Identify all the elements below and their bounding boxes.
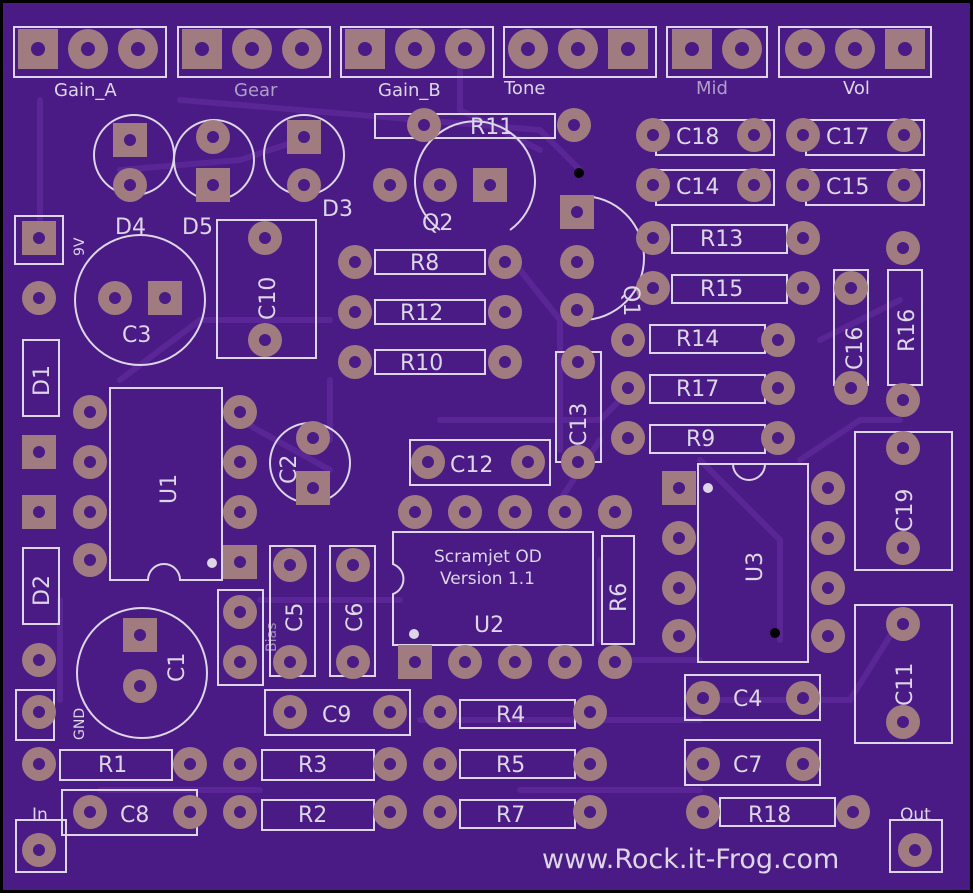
d2-label: D2: [30, 575, 55, 606]
website-label: www.Rock.it-Frog.com: [542, 844, 839, 875]
pot-label-gain-a: Gain_A: [54, 80, 117, 101]
r3-label: R3: [298, 753, 327, 778]
r10-label: R10: [400, 351, 443, 376]
c13-label: C13: [567, 403, 592, 446]
r7-label: R7: [496, 803, 525, 828]
u1-label: U1: [157, 474, 182, 504]
u2-label: U2: [474, 613, 504, 638]
pot-label-tone: Tone: [503, 78, 545, 99]
r14-label: R14: [676, 327, 719, 352]
c18-label: C18: [676, 125, 719, 150]
r5-label: R5: [496, 753, 525, 778]
silkscreen-outlines: [13, 26, 953, 873]
d3-label: D3: [322, 197, 353, 222]
r13-label: R13: [700, 227, 743, 252]
r18-label: R18: [748, 803, 791, 828]
copper-traces: [37, 57, 903, 793]
c15-label: C15: [826, 175, 869, 200]
c4-label: C4: [733, 687, 762, 712]
pot-label-gain-b: Gain_B: [378, 80, 441, 101]
c14-label: C14: [676, 175, 719, 200]
c12-label: C12: [450, 453, 493, 478]
c8-label: C8: [120, 803, 149, 828]
q1-label: Q1: [618, 285, 643, 316]
d4-label: D4: [115, 215, 146, 240]
q2-label: Q2: [422, 211, 453, 236]
r16-label: R16: [895, 309, 920, 352]
r8-label: R8: [410, 251, 439, 276]
c17-label: C17: [826, 125, 869, 150]
c7-label: C7: [733, 753, 762, 778]
c6-label: C6: [343, 603, 368, 632]
c5-label: C5: [283, 603, 308, 632]
r6-label: R6: [607, 583, 632, 612]
c11-label: C11: [893, 663, 918, 706]
d5-label: D5: [182, 215, 213, 240]
r1-label: R1: [98, 753, 127, 778]
output-label: Out: [900, 805, 931, 825]
c16-label: C16: [843, 327, 868, 370]
d1-label: D1: [30, 365, 55, 396]
c2-label: C2: [277, 455, 302, 484]
c10-label: C10: [256, 277, 281, 320]
ground-label: GND: [72, 708, 88, 740]
pot-label-gear: Gear: [234, 80, 278, 101]
c1-label: C1: [165, 653, 190, 682]
component-pads: [22, 108, 932, 867]
pot-label-vol: Vol: [843, 78, 870, 99]
board-title: Scramjet OD: [434, 547, 542, 567]
input-label: In: [32, 805, 48, 825]
c9-label: C9: [322, 703, 351, 728]
r11-label: R11: [470, 115, 513, 140]
r2-label: R2: [298, 803, 327, 828]
c19-label: C19: [893, 489, 918, 532]
u3-label: U3: [743, 552, 768, 582]
r12-label: R12: [400, 301, 443, 326]
r17-label: R17: [676, 377, 719, 402]
power-label: 9V: [72, 237, 88, 256]
r9-label: R9: [686, 427, 715, 452]
bias-label: Bias: [264, 623, 280, 652]
r4-label: R4: [496, 703, 525, 728]
c3-label: C3: [122, 323, 151, 348]
r15-label: R15: [700, 277, 743, 302]
board-version: Version 1.1: [440, 569, 535, 589]
pot-label-mid: Mid: [696, 78, 728, 99]
